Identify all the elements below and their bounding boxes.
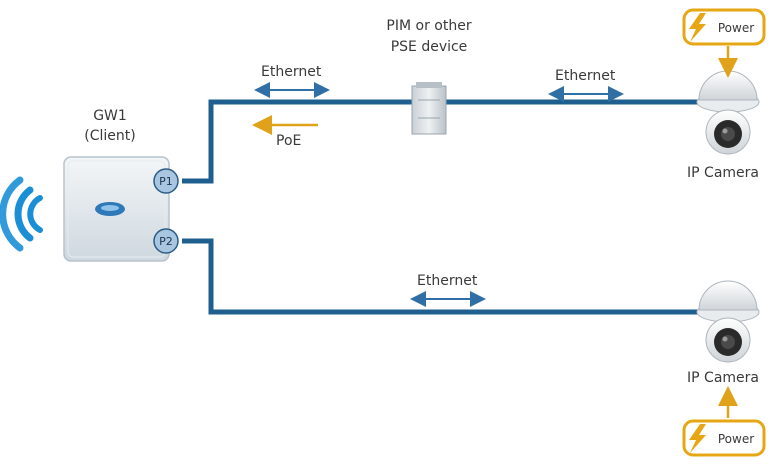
poe-label: PoE [276,133,302,149]
ip-camera-bottom-label: IP Camera [687,370,759,386]
ethernet-label-top-right: Ethernet [555,68,616,84]
wifi-icon [0,176,43,252]
port-p1-label: P1 [159,175,173,188]
ethernet-label-top-left: Ethernet [261,64,322,80]
port-p1: P1 [153,168,179,194]
port-p2: P2 [153,228,179,254]
gateway-device [63,156,170,262]
port-p2-label: P2 [159,235,173,248]
ip-camera-top-label: IP Camera [687,165,759,181]
power-badge-bottom: Power [682,386,766,457]
power-label-top: Power [718,21,754,35]
cable-bottom [182,238,700,315]
gateway-name: GW1 [93,108,127,124]
ip-camera-bottom-icon [696,280,760,363]
ip-camera-top-icon [696,70,760,155]
power-badge-top: Power [682,8,766,78]
lightning-icon [689,13,706,42]
pse-label-line2: PSE device [390,39,468,55]
power-label-bottom: Power [718,432,754,446]
pse-device [411,82,447,135]
lightning-icon [689,424,706,453]
gateway-mode: (Client) [84,128,136,144]
pse-label-line1: PIM or other [386,18,472,34]
ethernet-label-bottom: Ethernet [417,273,478,289]
cable-top [182,99,700,184]
